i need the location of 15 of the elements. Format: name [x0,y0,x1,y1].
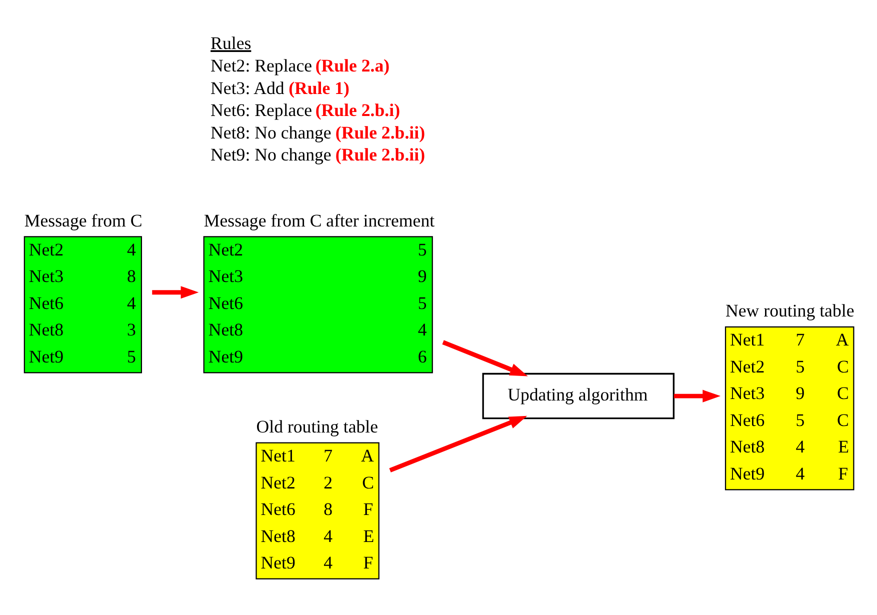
label: Rules [210,32,252,53]
label: Net9: No change (Rule 2.b.ii) [210,144,426,164]
arrow [442,340,528,376]
label: Net2: Replace (Rule 2.a) [210,54,390,75]
arrow [674,389,721,402]
label: Net6: Replace (Rule 2.b.i) [210,100,400,120]
node-label: New routing table [726,300,854,320]
label: Net3: Add (Rule 1) [210,77,350,98]
arrow [152,286,199,298]
node-box: Updating algorithm [482,372,675,419]
arrow [389,415,528,472]
node-label: Old routing table [256,416,378,436]
node-label: Message from C after increment [204,210,435,230]
node-label: Message from C [24,210,142,230]
label: Net8: No change (Rule 2.b.ii) [210,122,426,142]
